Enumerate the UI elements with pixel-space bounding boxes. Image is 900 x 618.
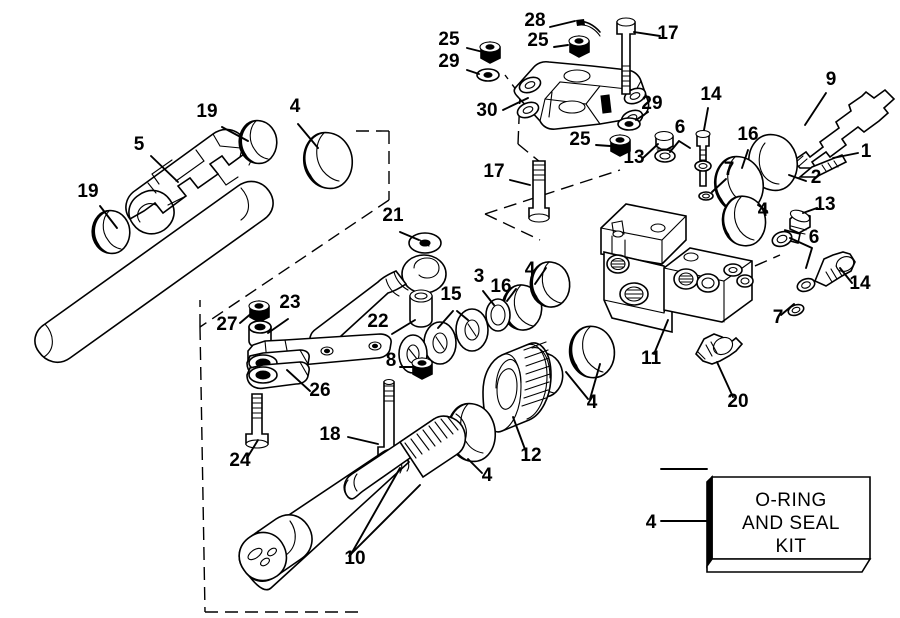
washer-15-a	[455, 308, 489, 352]
piston-rod-10	[238, 413, 467, 591]
callout-4-oring-mid: 4	[525, 259, 536, 280]
callout-2-oring-spool: 2	[811, 167, 822, 188]
callout-25-nut-top: 25	[527, 30, 549, 51]
oring-7-upper	[694, 160, 712, 172]
bolt-24	[245, 393, 269, 449]
callout-30-bracket: 30	[476, 100, 497, 121]
oring-4-right	[721, 195, 767, 247]
callout-4-oring-pair: 4	[587, 392, 598, 413]
locknut-27	[248, 300, 270, 323]
callout-29-washer-right: 29	[641, 93, 662, 114]
callout-26-link-arm: 26	[309, 380, 330, 401]
tie-rod-end	[309, 254, 447, 351]
bolt-17-lower	[528, 160, 550, 223]
callout-14-screw-lower: 14	[849, 273, 871, 294]
callout-3-backup-ring: 3	[474, 266, 485, 287]
bushing-23	[248, 320, 272, 349]
oring-seal-kit-box	[706, 475, 872, 573]
oring-7-upper-b	[698, 191, 714, 201]
callout-16-seal-mid: 16	[490, 276, 511, 297]
callout-23-bushing: 23	[279, 292, 300, 313]
callout-18-pivot-bolt: 18	[319, 424, 340, 445]
callout-7-oring-lower: 7	[773, 307, 784, 328]
spacer-22	[409, 289, 433, 328]
kit-line-2: AND SEAL	[742, 513, 840, 534]
cotter-pin-28	[576, 19, 601, 37]
set-screw-1	[797, 153, 848, 178]
oring-4-valve	[568, 325, 616, 379]
bracket-30	[513, 60, 650, 130]
callout-21-washer: 21	[382, 205, 404, 226]
valve-body-11	[600, 203, 754, 334]
nut-25-top	[568, 35, 590, 58]
callout-6-oring-upper: 6	[675, 117, 686, 138]
callout-19-lower-seal: 19	[77, 181, 98, 202]
callout-6-oring-lower: 6	[809, 227, 820, 248]
callout-4-oring-cylinder: 4	[290, 96, 301, 117]
callout-28-cotter-pin: 28	[524, 10, 545, 31]
seal-ring-19-lower	[91, 209, 131, 255]
callout-13-plug-upper: 13	[623, 147, 644, 168]
callout-17-bolt-lower: 17	[483, 161, 504, 182]
plug-13-upper	[654, 130, 674, 161]
callout-25-nut-left: 25	[438, 29, 460, 50]
callout-4-oring-right: 4	[758, 200, 769, 221]
washer-29-left	[476, 68, 500, 82]
kit-line-1: O-RING	[755, 490, 827, 511]
callout-27-locknut: 27	[216, 314, 237, 335]
callout-8-nut: 8	[386, 350, 397, 371]
oring-6-lower-b	[796, 277, 816, 293]
gland-nut-12	[482, 341, 552, 433]
fitting-20	[695, 333, 744, 365]
callout-5-cylinder-body: 5	[134, 134, 145, 155]
cylinder-body-assembly	[34, 128, 274, 364]
callout-7-oring-upper: 7	[724, 159, 735, 180]
washer-29-right	[617, 117, 641, 131]
leader-lines	[99, 20, 859, 557]
backup-ring-3	[485, 298, 511, 332]
callout-9-valve-spool: 9	[826, 69, 837, 90]
callout-19-upper-seal: 19	[196, 101, 217, 122]
nut-8	[411, 357, 433, 380]
callout-4-oring-gland: 4	[482, 465, 493, 486]
callout-12-gland-nut: 12	[520, 445, 541, 466]
callout-16-seal-right: 16	[737, 124, 758, 145]
oring-4-mid-upper	[529, 261, 571, 308]
callout-29-washer-left: 29	[438, 51, 459, 72]
callout-4-kit: 4	[646, 512, 657, 533]
seal-ring-19-upper	[238, 119, 278, 165]
nut-25-left	[479, 41, 501, 64]
callout-24-bolt: 24	[229, 450, 251, 471]
callout-25-nut-lower: 25	[569, 129, 591, 150]
screw-14-lower	[813, 251, 856, 287]
callout-14-screw-upper: 14	[700, 84, 722, 105]
callout-10-piston-rod: 10	[344, 548, 365, 569]
callout-13-plug-lower: 13	[814, 194, 835, 215]
callout-22-spacer: 22	[367, 311, 388, 332]
screw-14-upper	[695, 129, 711, 187]
oring-7-lower	[787, 303, 805, 317]
callout-20-fitting: 20	[727, 391, 748, 412]
valve-spool-9	[791, 88, 896, 169]
kit-line-3: KIT	[775, 536, 806, 557]
oring-6-upper	[654, 149, 676, 163]
callout-1-set-screw: 1	[861, 141, 872, 162]
oring-6-lower	[771, 230, 793, 248]
link-arm-26	[246, 333, 392, 390]
callout-11-valve-body: 11	[641, 348, 662, 369]
bolt-17-top	[616, 17, 636, 95]
callout-labels: 19 4 5 19 21 27 23 22 26 24 18 8 15 3 16…	[77, 10, 871, 569]
callout-17-bolt-top: 17	[657, 23, 678, 44]
nut-25-lower	[609, 134, 631, 157]
kit-box-text: O-RING AND SEAL KIT	[742, 490, 840, 557]
washer-21	[408, 232, 442, 254]
callout-15-washers: 15	[440, 284, 462, 305]
washer-15-b	[423, 321, 457, 365]
